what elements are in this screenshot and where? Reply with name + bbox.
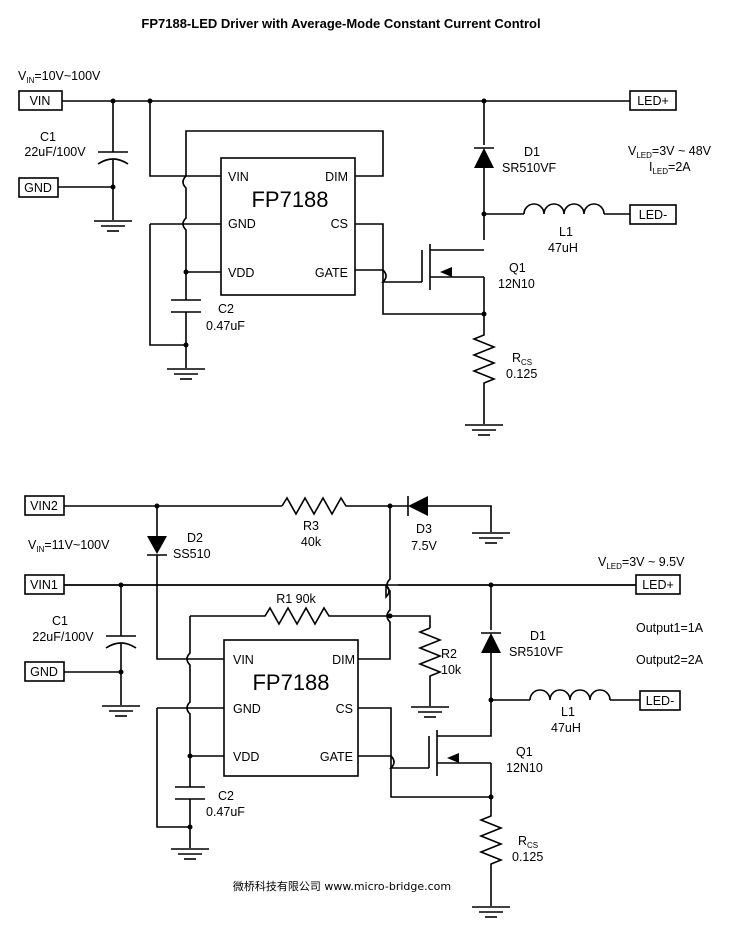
bottom-pin-gnd: GND — [233, 702, 261, 716]
diagram-title: FP7188-LED Driver with Average-Mode Cons… — [141, 16, 540, 31]
bottom-vin1-label: VIN1 — [30, 578, 58, 592]
top-d1-ref: D1 — [524, 145, 540, 159]
top-vled-spec: VLED=3V ~ 48V — [628, 144, 712, 160]
top-c1-ref: C1 — [40, 130, 56, 144]
top-rcs-ref: RCS — [512, 351, 532, 367]
bottom-c1-ref: C1 — [52, 614, 68, 628]
top-gnd-port-label: GND — [24, 181, 52, 195]
bottom-rcs-ref: RCS — [518, 834, 538, 850]
bottom-l1-value: 47uH — [551, 721, 581, 735]
bottom-pin-vdd: VDD — [233, 750, 259, 764]
top-q1-ref: Q1 — [509, 261, 526, 275]
top-iled-spec: ILED=2A — [649, 160, 691, 176]
bottom-d3-value: 7.5V — [411, 539, 437, 553]
bottom-c2-ref: C2 — [218, 789, 234, 803]
bottom-d3-ref: D3 — [416, 522, 432, 536]
bottom-output2: Output2=2A — [636, 653, 704, 667]
bottom-vled-spec: VLED=3V ~ 9.5V — [598, 555, 685, 571]
bottom-r2-value: 10k — [441, 663, 462, 677]
bottom-output1: Output1=1A — [636, 621, 704, 635]
bottom-gnd-port — [24, 661, 65, 682]
top-l1-value: 47uH — [548, 241, 578, 255]
bottom-l1-ref: L1 — [561, 705, 575, 719]
top-c1-value: 22uF/100V — [24, 145, 86, 159]
top-vin-spec: VIN=10V~100V — [18, 69, 101, 85]
bottom-r3-value: 40k — [301, 535, 322, 549]
top-c2-ref: C2 — [218, 302, 234, 316]
bottom-pin-dim: DIM — [332, 653, 355, 667]
bottom-gnd-label: GND — [30, 665, 58, 679]
top-ic-name: FP7188 — [251, 187, 328, 212]
top-vin-port-label: VIN — [30, 94, 51, 108]
bottom-d1-value: SR510VF — [509, 645, 564, 659]
bottom-d2-value: SS510 — [173, 547, 211, 561]
bottom-vin-spec: VIN=11V~100V — [28, 538, 110, 554]
bottom-led-plus-label: LED+ — [642, 578, 674, 592]
top-pin-cs: CS — [331, 217, 348, 231]
bottom-ic-name: FP7188 — [252, 670, 329, 695]
top-l1-ref: L1 — [559, 225, 573, 239]
bottom-q1-value: 12N10 — [506, 761, 543, 775]
bottom-r1-label: R1 90k — [276, 592, 316, 606]
top-pin-gate: GATE — [315, 266, 348, 280]
top-led-minus-port — [629, 204, 677, 225]
bottom-rcs-value: 0.125 — [512, 850, 543, 864]
bottom-led-plus-port — [635, 574, 681, 595]
top-q1-value: 12N10 — [498, 277, 535, 291]
top-led-minus-label: LED- — [639, 208, 667, 222]
bottom-vin2-label: VIN2 — [30, 499, 58, 513]
bottom-vin2-port — [24, 495, 65, 516]
top-pin-vin: VIN — [228, 170, 249, 184]
bottom-c2-value: 0.47uF — [206, 805, 245, 819]
top-pin-dim: DIM — [325, 170, 348, 184]
top-pin-vdd: VDD — [228, 266, 254, 280]
bottom-q1-ref: Q1 — [516, 745, 533, 759]
bottom-c1-value: 22uF/100V — [32, 630, 94, 644]
top-led-plus-port — [629, 90, 677, 111]
top-vin-port — [18, 90, 63, 111]
bottom-led-minus-port — [639, 690, 681, 711]
bottom-circuit — [64, 496, 640, 918]
bottom-ic-fp7188 — [223, 639, 359, 777]
bottom-r3-ref: R3 — [303, 519, 319, 533]
top-circuit — [58, 98, 630, 436]
top-c2-value: 0.47uF — [206, 319, 245, 333]
top-led-plus-label: LED+ — [637, 94, 669, 108]
bottom-led-minus-label: LED- — [646, 694, 674, 708]
top-ic-fp7188 — [220, 157, 356, 296]
top-pin-gnd: GND — [228, 217, 256, 231]
footer-credit: 微桥科技有限公司 www.micro-bridge.com — [233, 879, 451, 893]
bottom-pin-cs: CS — [336, 702, 353, 716]
top-d1-value: SR510VF — [502, 161, 557, 175]
bottom-d2-ref: D2 — [187, 531, 203, 545]
top-rcs-value: 0.125 — [506, 367, 537, 381]
bottom-d1-ref: D1 — [530, 629, 546, 643]
bottom-r2-ref: R2 — [441, 647, 457, 661]
top-gnd-port — [18, 177, 59, 198]
bottom-pin-gate: GATE — [320, 750, 353, 764]
bottom-vin1-port — [24, 574, 65, 595]
bottom-pin-vin: VIN — [233, 653, 254, 667]
